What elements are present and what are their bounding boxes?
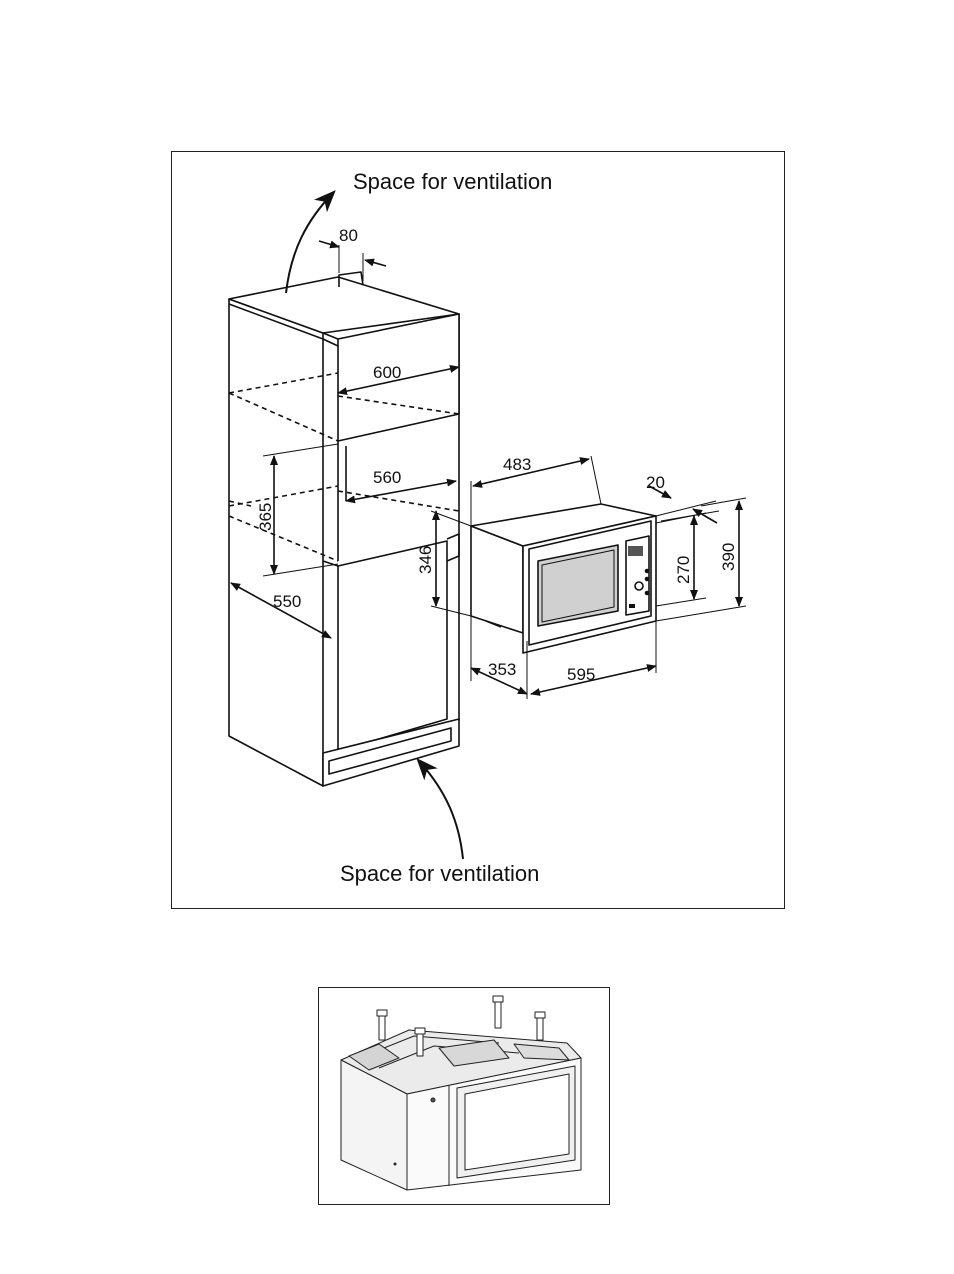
mounting-screw <box>414 1027 426 1057</box>
mounting-screw <box>376 1009 388 1041</box>
dim-270: 270 <box>674 556 693 584</box>
mounting-screw <box>492 995 504 1029</box>
microwave-illustration <box>340 995 582 1191</box>
mounting-screw <box>534 1011 546 1041</box>
installation-drawing: Space for ventilation Space for ventilat… <box>228 169 747 886</box>
dim-550: 550 <box>273 592 301 611</box>
top-ventilation-label: Space for ventilation <box>353 169 552 194</box>
dim-353: 353 <box>488 660 516 679</box>
dim-390: 390 <box>719 543 738 571</box>
dim-483: 483 <box>503 455 531 474</box>
dim-80: 80 <box>339 226 358 245</box>
bottom-ventilation-label: Space for ventilation <box>340 861 539 886</box>
installation-diagram: Space for ventilation Space for ventilat… <box>171 151 785 909</box>
microwave-oven <box>470 503 657 654</box>
dim-365: 365 <box>256 503 275 531</box>
dimension-lines <box>230 240 747 699</box>
dim-20: 20 <box>646 473 665 492</box>
microwave-photo <box>318 987 610 1205</box>
dim-346: 346 <box>416 546 435 574</box>
dim-595: 595 <box>567 665 595 684</box>
dim-600: 600 <box>373 363 401 382</box>
ventilation-arrow-top <box>285 190 336 294</box>
ventilation-arrow-bottom <box>416 758 464 860</box>
dim-560: 560 <box>373 468 401 487</box>
